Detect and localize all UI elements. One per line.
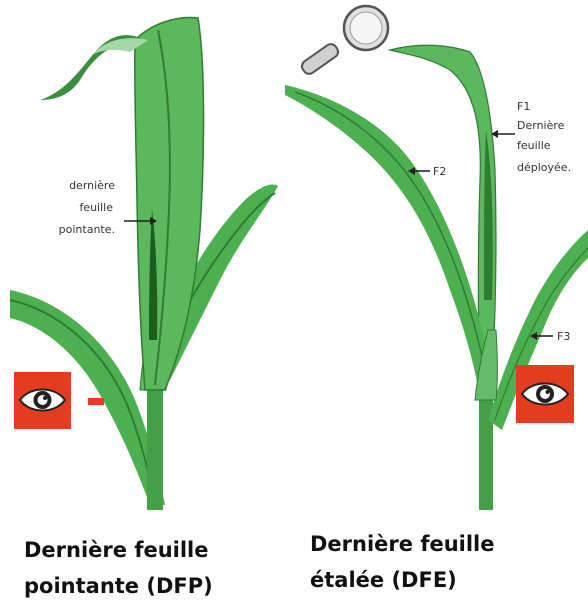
magnifier-icon bbox=[300, 6, 388, 76]
left-label-line-1: dernière bbox=[69, 179, 115, 192]
f1-label-line-1: F1 bbox=[517, 100, 530, 113]
f1-label-line-4: déployée. bbox=[517, 161, 571, 174]
plant-left: dernière feuille pointante. bbox=[10, 17, 278, 510]
left-label-line-2: feuille bbox=[79, 201, 113, 214]
f2-label: F2 bbox=[433, 165, 446, 178]
plant-right: F1 Dernière feuille déployée. F2 F3 bbox=[285, 6, 588, 510]
f3-label: F3 bbox=[557, 330, 570, 343]
f1-label-line-2: Dernière bbox=[517, 119, 565, 132]
caption-dfp: Dernière feuille pointante (DFP) bbox=[24, 532, 284, 604]
arrow-icon bbox=[491, 130, 515, 138]
caption-dfp-line-1: Dernière feuille bbox=[24, 532, 284, 568]
caption-dfe: Dernière feuille étalée (DFE) bbox=[310, 526, 570, 598]
right-f1-leaf bbox=[390, 45, 496, 360]
eye-icon bbox=[516, 365, 574, 423]
right-f2-vein bbox=[295, 92, 485, 370]
left-label-line-3: pointante. bbox=[59, 223, 115, 236]
caption-dfp-line-2: pointante (DFP) bbox=[24, 568, 284, 604]
caption-dfe-line-1: Dernière feuille bbox=[310, 526, 570, 562]
right-f2-leaf bbox=[285, 85, 496, 400]
red-marker bbox=[88, 398, 104, 405]
caption-dfe-line-2: étalée (DFE) bbox=[310, 562, 570, 598]
f1-label-line-3: feuille bbox=[517, 139, 551, 152]
eye-icon bbox=[14, 372, 71, 429]
